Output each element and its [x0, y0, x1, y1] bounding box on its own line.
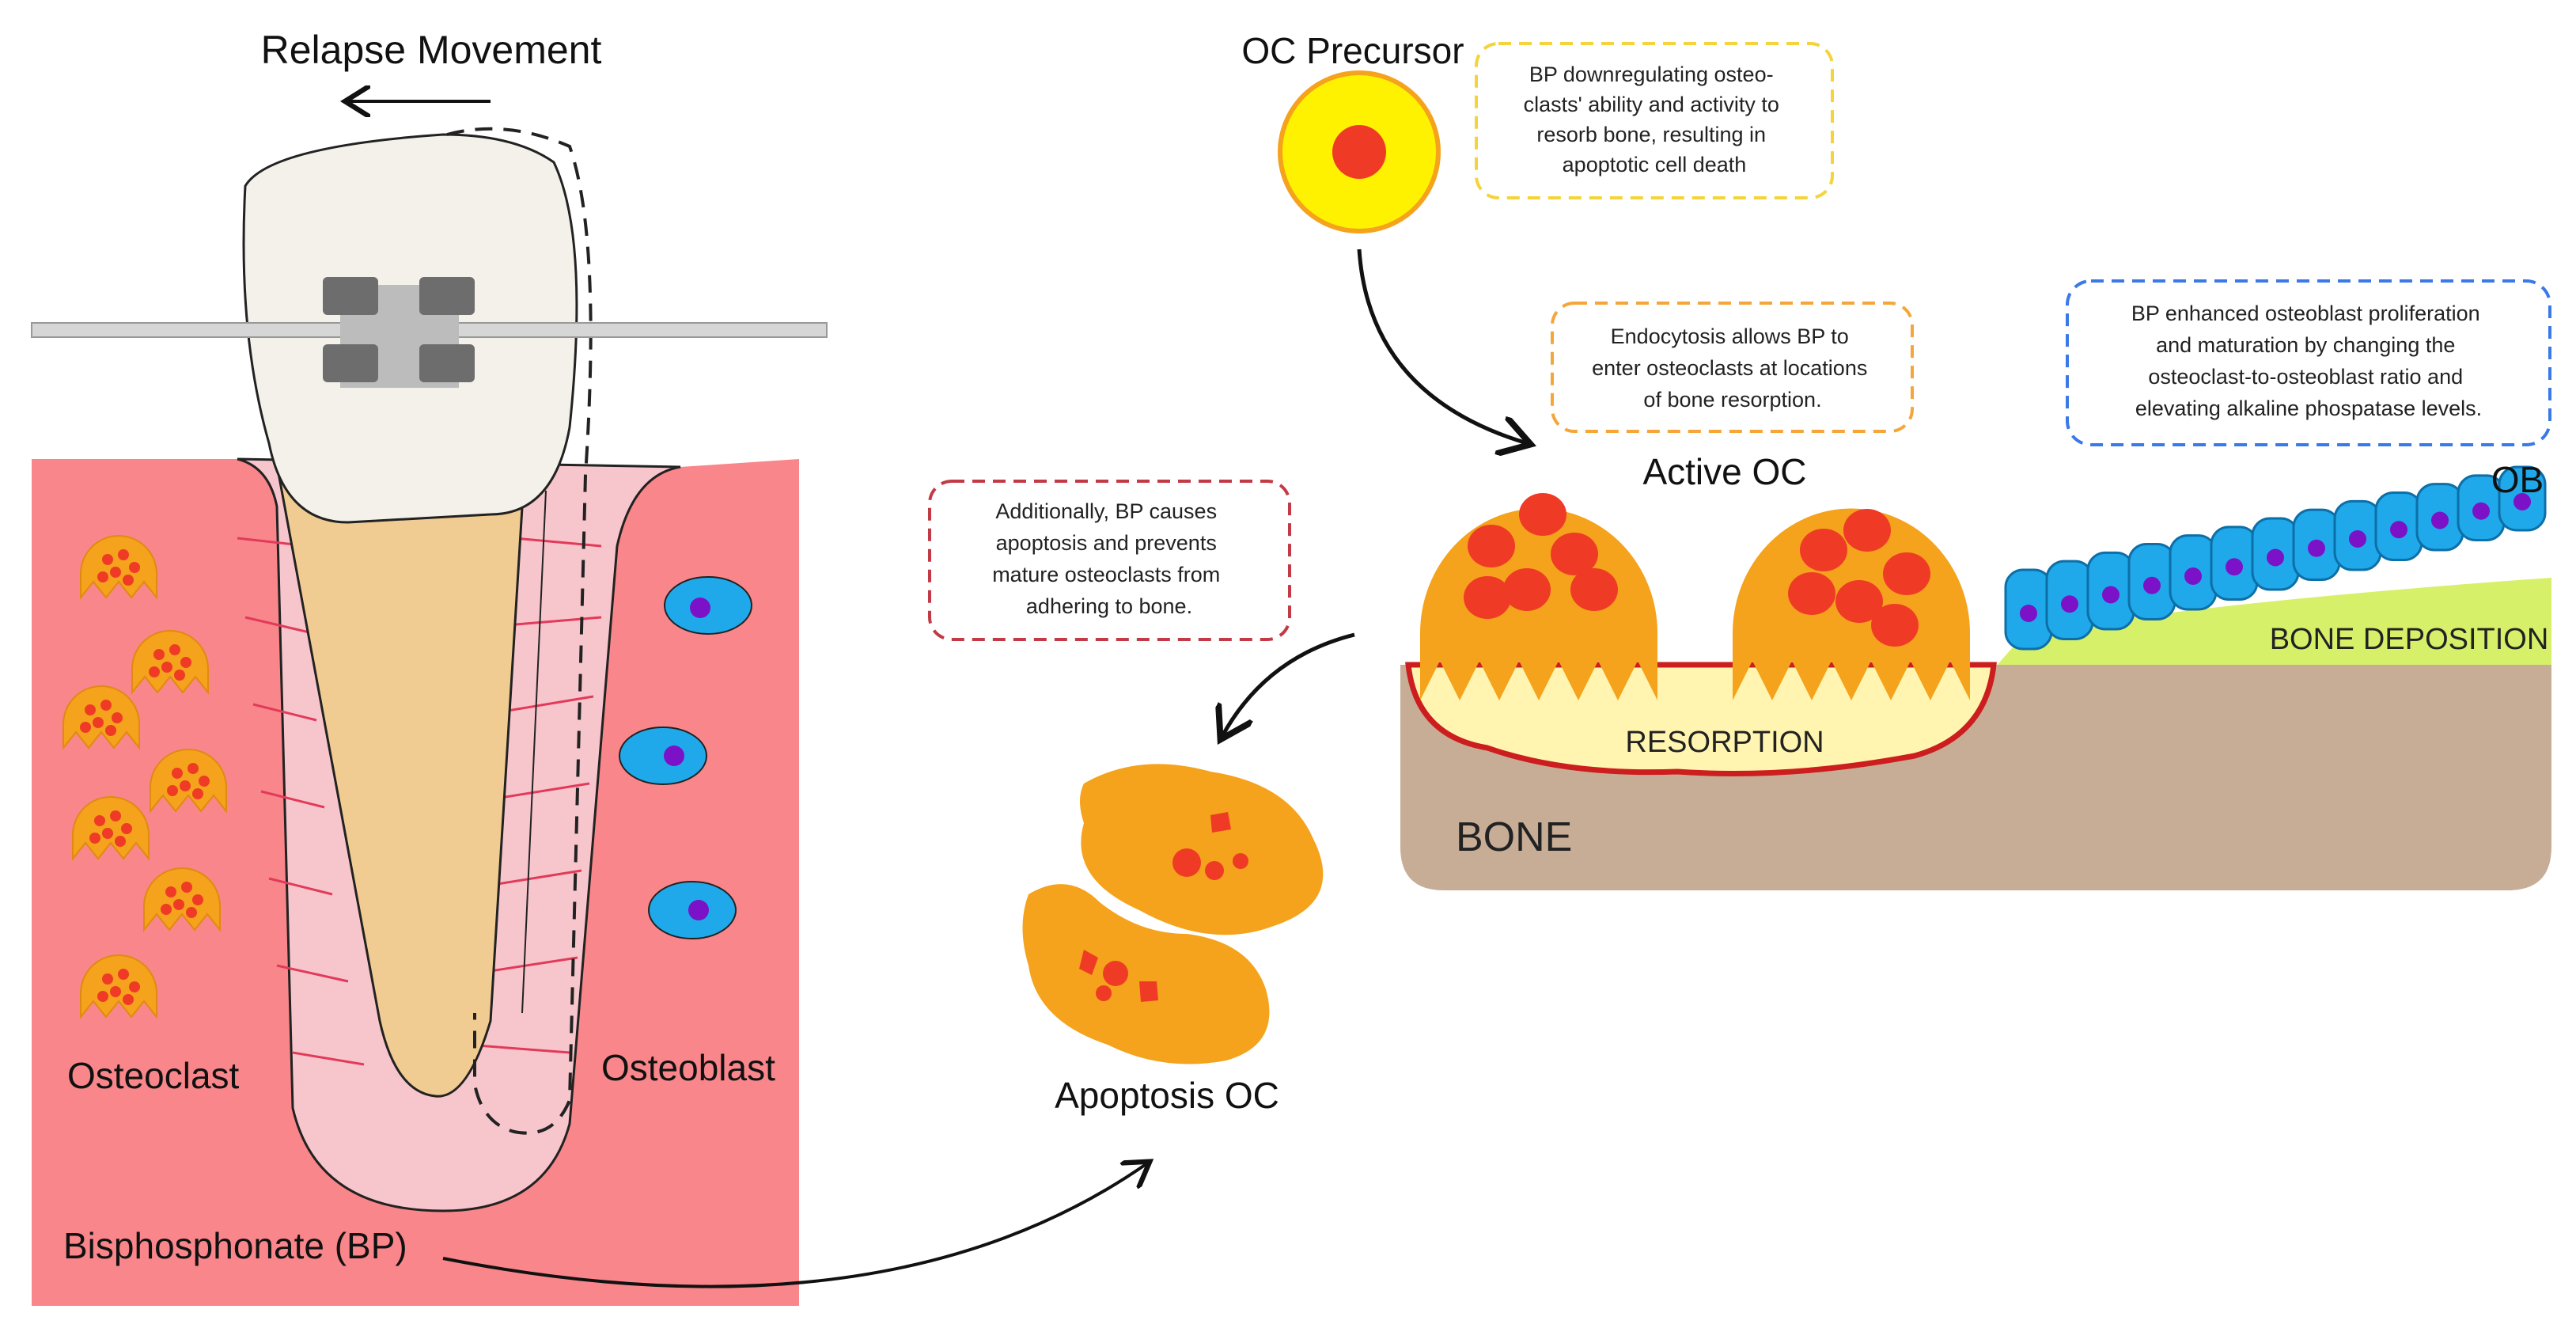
osteoclast-cell — [150, 749, 227, 814]
precursor-note-line: apoptotic cell death — [1563, 153, 1747, 176]
endocytosis-note-line: enter osteoclasts at locations — [1592, 356, 1867, 380]
osteoblast-cell — [648, 881, 737, 939]
apoptosis-note-line: mature osteoclasts from — [992, 563, 1220, 586]
active-osteoclast-cell — [1733, 508, 1970, 700]
osteoblast-label: Osteoblast — [601, 1047, 775, 1088]
pdl-fibers — [237, 537, 602, 1066]
precursor-note-line: clasts' ability and activity to — [1524, 93, 1779, 116]
apoptosis-oc-label: Apoptosis OC — [1055, 1075, 1279, 1116]
osteoblast-note-line: elevating alkaline phospatase levels. — [2135, 397, 2482, 420]
precursor-note: BP downregulating osteo- clasts' ability… — [1475, 42, 1834, 199]
osteoblast-cell — [619, 727, 707, 785]
osteoblast-row-cell — [2374, 491, 2423, 561]
relapse-outline — [446, 127, 593, 1135]
endocytosis-note-line: Endocytosis allows BP to — [1611, 324, 1849, 348]
bone-deposition-layer — [1994, 578, 2551, 669]
osteoblast-note-line: and maturation by changing the — [2156, 333, 2455, 357]
osteoclast-cell — [80, 535, 157, 600]
tooth-panel: Relapse Movement Osteoclast Osteoblast B… — [31, 28, 828, 1306]
osteoblast-note: BP enhanced osteoblast proliferation and… — [2066, 279, 2551, 446]
bone-label: BONE — [1456, 814, 1572, 860]
osteoblast-row-cell — [2457, 474, 2506, 541]
precursor-note-line: resorb bone, resulting in — [1536, 123, 1766, 146]
osteoblast-note-line: BP enhanced osteoblast proliferation — [2131, 302, 2480, 325]
apoptotic-osteoclasts — [1022, 764, 1324, 1064]
ob-label: OB — [2491, 459, 2544, 500]
active-osteoclast-cell — [1420, 493, 1657, 700]
active-osteoclasts — [1420, 493, 1970, 700]
gum-osteoclasts — [63, 535, 227, 1019]
svg-text:BP enhanced osteoblast prolife: BP enhanced osteoblast proliferation and… — [2131, 302, 2486, 420]
apoptosis-note: Additionally, BP causes apoptosis and pr… — [928, 480, 1291, 641]
bisphosphonate-label: Bisphosphonate (BP) — [63, 1225, 407, 1266]
bone-deposition-label: BONE DEPOSITION — [2270, 623, 2549, 656]
osteoblast-cell — [664, 576, 752, 635]
apoptosis-note-line: apoptosis and prevents — [996, 531, 1217, 555]
orthodontic-bracket — [323, 277, 475, 388]
osteoblast-row-cell — [2333, 499, 2382, 571]
precursor-note-line: BP downregulating osteo- — [1529, 63, 1774, 86]
osteoblast-row-cell — [2292, 508, 2341, 582]
osteoclast-cell — [143, 867, 221, 932]
bp-to-apoptosis-arrow — [442, 1163, 1147, 1288]
osteoclast-cell — [80, 954, 157, 1019]
resorption-label: RESORPTION — [1625, 726, 1824, 759]
oc-precursor-label: OC Precursor — [1241, 30, 1464, 71]
osteoblast-note-line: osteoclast-to-osteoblast ratio and — [2148, 365, 2463, 389]
osteoblast-row-cell — [2210, 526, 2259, 601]
svg-text:BP downregulating osteo-: BP downregulating osteo- clasts' ability… — [1524, 63, 1786, 176]
apoptosis-note-line: Additionally, BP causes — [995, 499, 1217, 523]
osteoblast-row-cell — [2004, 568, 2053, 651]
osteoblast-row-cell — [2251, 517, 2300, 591]
osteoblast-row-cell — [2045, 560, 2094, 641]
relapse-movement-label: Relapse Movement — [261, 28, 602, 72]
endocytosis-note: Endocytosis allows BP to enter osteoclas… — [1551, 302, 1914, 433]
relapse-inner-line — [521, 490, 547, 1014]
osteoblast-row-cell — [2086, 551, 2135, 631]
svg-text:Additionally, BP causes: Additionally, BP causes apoptosis and pr… — [992, 499, 1226, 618]
oc-precursor-cell — [1278, 70, 1441, 233]
osteoblast-row — [2004, 465, 2547, 651]
osteoblast-row-cell — [2127, 543, 2176, 620]
osteoclast-cell — [63, 685, 140, 750]
apoptotic-cell — [1022, 884, 1270, 1064]
osteoclast-cell — [72, 796, 150, 861]
svg-text:Endocytosis allows BP to: Endocytosis allows BP to enter osteoclas… — [1592, 324, 1873, 412]
tooth-root — [271, 442, 528, 1098]
active-to-apoptosis-arrow — [1222, 632, 1355, 736]
apoptosis-note-line: adhering to bone. — [1026, 594, 1192, 618]
osteoclast-label: Osteoclast — [67, 1055, 240, 1096]
osteoblast-row-cell — [2498, 465, 2547, 532]
gum-osteoblasts — [619, 576, 752, 939]
endocytosis-note-line: of bone resorption. — [1643, 388, 1821, 412]
precursor-to-active-arrow — [1357, 249, 1527, 443]
active-oc-label: Active OC — [1642, 451, 1806, 492]
osteoclast-cell — [131, 630, 209, 695]
osteoblast-row-cell — [2415, 483, 2464, 552]
apoptotic-cell — [1080, 764, 1324, 935]
osteoblast-row-cell — [2169, 534, 2218, 611]
